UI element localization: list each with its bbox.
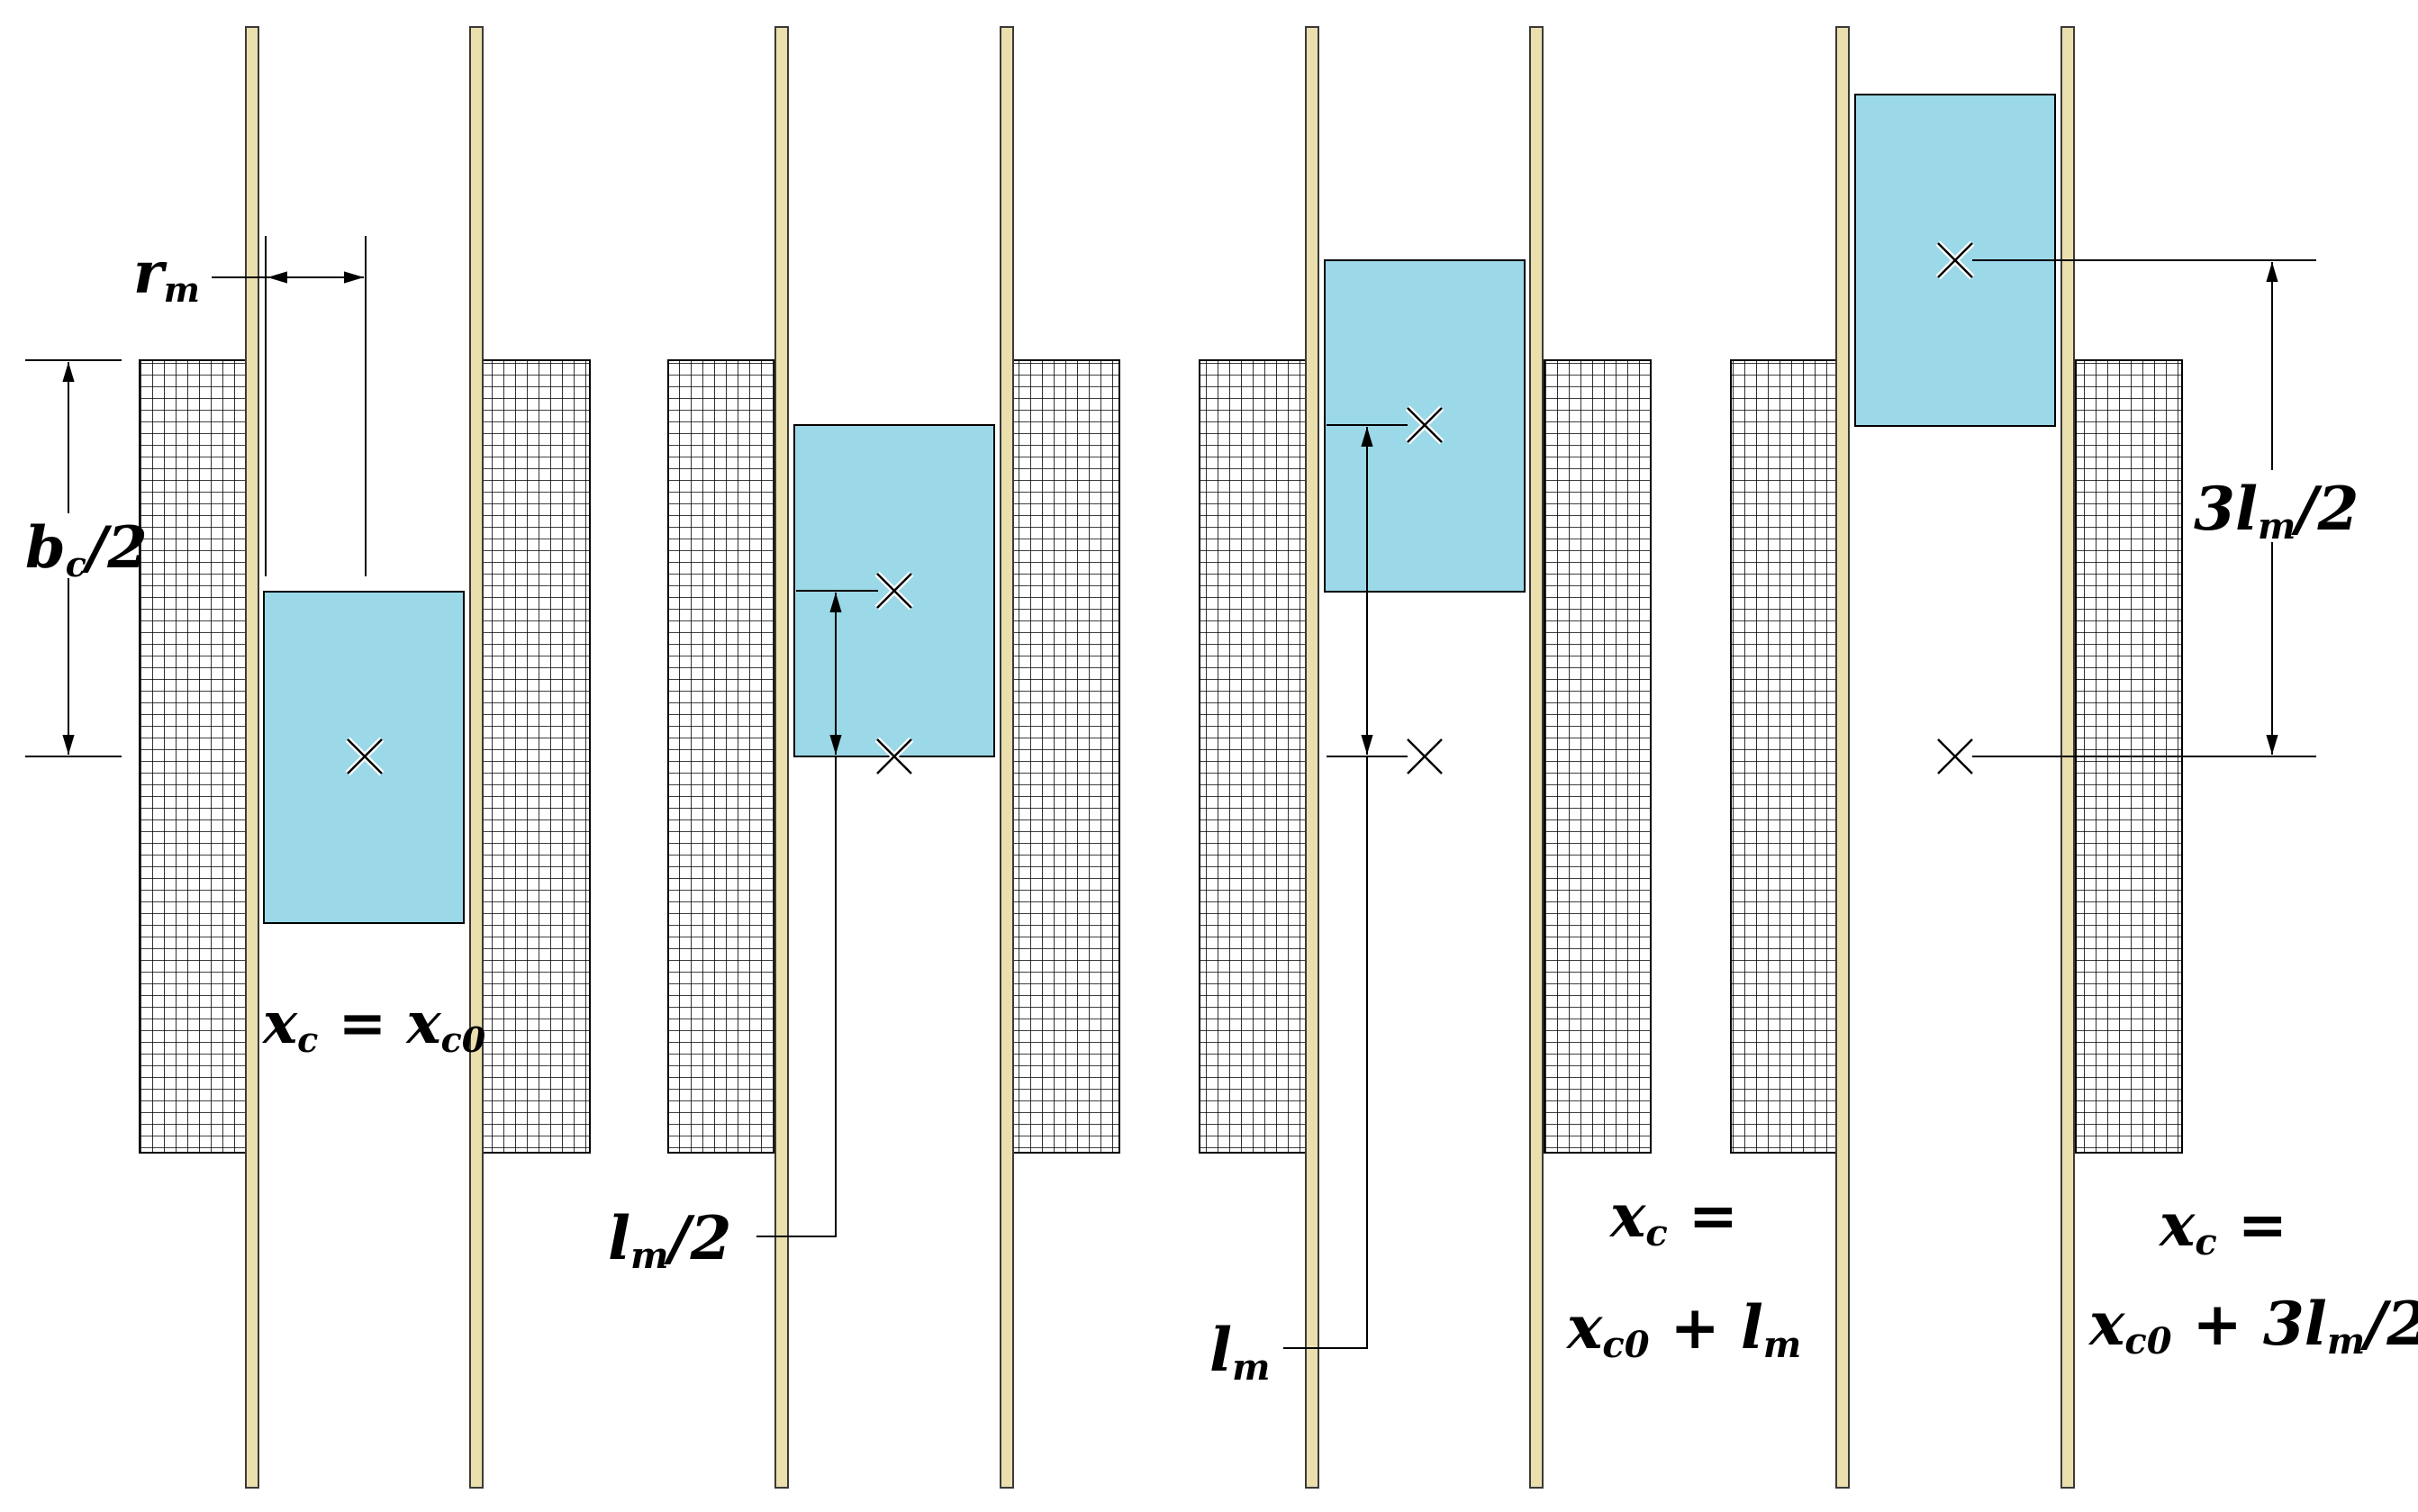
x-cross-icon (874, 737, 914, 776)
bc-half-label: bc/2 (25, 514, 148, 584)
x-cross-icon (1935, 737, 1975, 776)
rod-left (1305, 26, 1319, 1489)
rod-right (1529, 26, 1544, 1489)
bc-label-backdrop (20, 513, 133, 578)
rod-left (245, 26, 259, 1489)
rod-left (1835, 26, 1850, 1489)
rod-right (469, 26, 484, 1489)
rod-right (1000, 26, 1014, 1489)
stage-2: lm/2 (608, 26, 1120, 1489)
rm-label: rm (133, 240, 200, 310)
equation-xc-equals-xc0: xc = xc0 (261, 990, 486, 1060)
x-cross-icon (345, 737, 385, 776)
lm-label: lm (1209, 1315, 1270, 1389)
three-lm-half-label-backdrop (2187, 470, 2376, 542)
coil-right (1012, 359, 1120, 1154)
coil-right (1544, 359, 1652, 1154)
x-cross-icon (1405, 737, 1444, 776)
x-cross-icon (1935, 240, 1975, 280)
x-cross-icon (874, 571, 914, 611)
stage-1: rm bc/2 xc = xc0 (20, 26, 591, 1489)
equation-xc0-plus-3lm-half-line2: xc0 + 3lm/2 (2087, 1289, 2418, 1363)
lm-leader (1283, 756, 1368, 1349)
x-cross-icon (1405, 405, 1444, 445)
equation-xc-equals-line1: xc = (1608, 1181, 1738, 1254)
lm-half-leader (756, 756, 837, 1237)
coil-left (1199, 359, 1307, 1154)
equation-xc0-plus-lm-line2: xc0 + lm (1565, 1292, 1801, 1366)
stage-4: 3lm/2 xc = xc0 + 3lm/2 (1730, 26, 2418, 1489)
coil-left (667, 359, 775, 1154)
rod-left (774, 26, 789, 1489)
three-lm-half-label: 3lm/2 (2194, 474, 2359, 548)
stage-3: lm xc = xc0 + lm (1199, 26, 1801, 1489)
coil-right (481, 359, 591, 1154)
coil-left (139, 359, 247, 1154)
lm-half-label: lm/2 (608, 1203, 731, 1277)
equation-xc-equals-line1: xc = (2158, 1190, 2287, 1263)
coil-left (1730, 359, 1838, 1154)
